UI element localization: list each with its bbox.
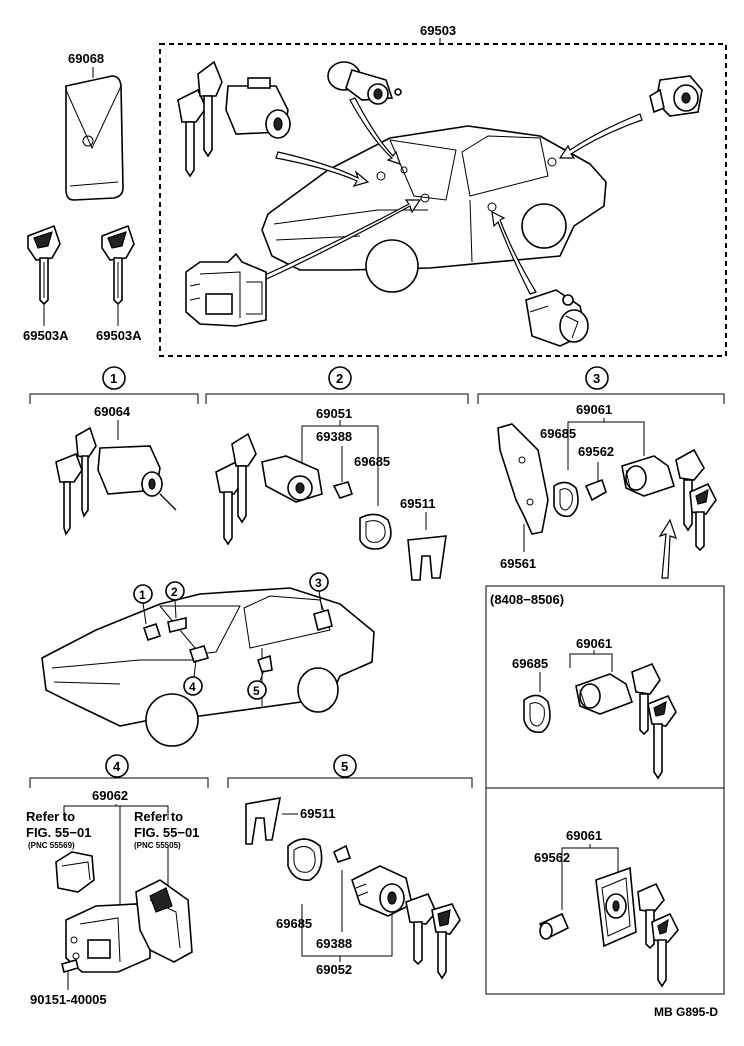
section-header-3: 3 (477, 366, 725, 404)
callout-4: 4 (183, 659, 203, 696)
section-header-2: 2 (205, 366, 469, 404)
label-set-main: 69503 (420, 23, 456, 38)
label-wallet: 69068 (68, 51, 104, 66)
label-s3-screw: 69562 (578, 444, 614, 459)
callout-3: 3 (309, 572, 329, 611)
svg-text:1: 1 (110, 371, 117, 386)
door-cylinder-bottom (525, 289, 589, 347)
callout-2: 2 (165, 581, 185, 619)
section-header-1: 1 (29, 366, 199, 404)
label-s3-gasket: 69685 (540, 426, 576, 441)
label-s3-plate: 69561 (500, 556, 536, 571)
label-key-a-right: 69503A (96, 328, 142, 343)
label-r2-cyl: 69061 (566, 828, 602, 843)
wallet-group: 69068 (65, 51, 124, 201)
key-wallet (65, 75, 124, 201)
label-r1-cyl: 69061 (576, 636, 612, 651)
car-top (261, 125, 607, 293)
section-1-ignition: 69064 (55, 404, 177, 536)
label-s1-part: 69064 (94, 404, 131, 419)
label-s5-spring: 69388 (316, 936, 352, 951)
label-s4-ref2-b: FIG. 55−01 (134, 825, 199, 840)
callout-1: 1 (133, 584, 153, 625)
lock-set-box: 69503 (159, 23, 727, 357)
svg-text:4: 4 (189, 680, 196, 694)
label-s4-ref1-c: (PNC 55569) (28, 841, 75, 850)
svg-text:1: 1 (139, 588, 146, 602)
svg-text:2: 2 (336, 371, 343, 386)
door-solenoid-top (185, 252, 267, 327)
variant-panel-range: (8408−8506) 69061 69685 (485, 585, 725, 789)
label-s5-gasket: 69685 (276, 916, 312, 931)
label-s5-cyl: 69052 (316, 962, 352, 977)
label-range: (8408−8506) (490, 592, 564, 607)
label-s4-part: 69062 (92, 788, 128, 803)
label-s2-spring: 69388 (316, 429, 352, 444)
label-s2-cyl: 69051 (316, 406, 352, 421)
trunk-cylinder-top (649, 75, 703, 117)
key-right: 69503A (96, 224, 142, 343)
label-s5-clip: 69511 (300, 806, 335, 821)
footer-code: MB G895-D (654, 1005, 718, 1019)
label-s4-ref1-b: FIG. 55−01 (26, 825, 91, 840)
label-s4-bolt: 90151-40005 (30, 992, 107, 1007)
label-r2-screw: 69562 (534, 850, 570, 865)
section-5-door: 69511 69685 69388 69052 (245, 797, 461, 980)
callout-5: 5 (247, 669, 267, 700)
door-cylinder-top (327, 61, 402, 105)
label-s2-gasket: 69685 (354, 454, 390, 469)
svg-text:3: 3 (315, 576, 322, 590)
label-s4-ref1-a: Refer to (26, 809, 75, 824)
svg-text:2: 2 (171, 585, 178, 599)
label-key-a-left: 69503A (23, 328, 69, 343)
label-s4-ref2-a: Refer to (134, 809, 183, 824)
svg-text:5: 5 (253, 684, 260, 698)
variant-panel-2: 69061 69562 (485, 787, 725, 995)
label-s4-ref2-c: (PNC 55505) (134, 841, 181, 850)
svg-text:3: 3 (593, 371, 600, 386)
label-s3-cyl: 69061 (576, 402, 612, 417)
car-middle (41, 587, 375, 747)
section-header-5: 5 (227, 754, 473, 788)
section-3-trunk: 69061 69685 69562 69561 (497, 402, 717, 579)
key-left: 69503A (23, 224, 69, 343)
section-4-lock: 69062 Refer to FIG. 55−01 (PNC 55569) Re… (26, 788, 199, 1007)
section-2-door: 69051 69388 69685 69511 (215, 406, 447, 581)
label-r1-gasket: 69685 (512, 656, 548, 671)
svg-text:4: 4 (113, 759, 121, 774)
section-header-4: 4 (29, 754, 209, 788)
svg-text:5: 5 (341, 759, 348, 774)
ignition-cylinder-top (177, 60, 291, 178)
label-s2-clip: 69511 (400, 496, 435, 511)
